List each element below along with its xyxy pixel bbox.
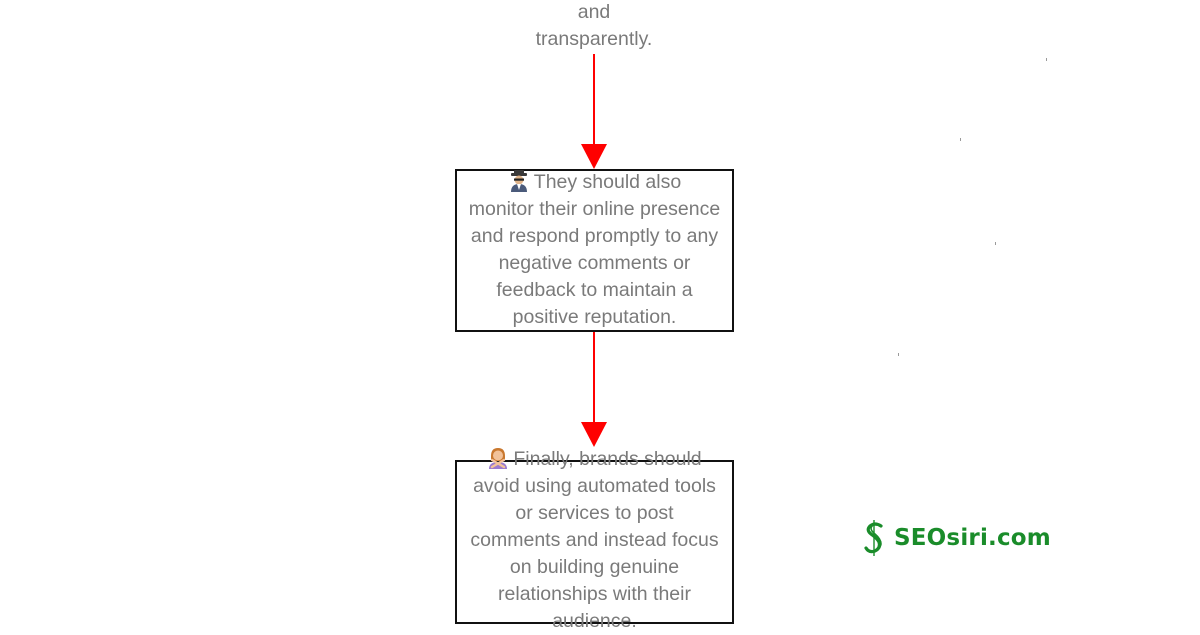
speck	[898, 353, 899, 356]
arrowhead-top-to-monitor	[581, 144, 607, 169]
speck	[995, 242, 996, 245]
speck	[960, 138, 961, 141]
brand-watermark: SEOsiri.com	[862, 520, 1051, 556]
node-top-text: and transparently.	[535, 1, 653, 50]
spy-icon	[510, 170, 527, 192]
node-monitor-box	[455, 169, 734, 332]
node-finally: Finally, brands should avoid using autom…	[455, 446, 734, 635]
arrowhead-monitor-to-finally	[581, 422, 607, 447]
node-finally-text: Finally, brands should avoid using autom…	[470, 448, 719, 632]
seosiri-s-logo-icon	[864, 520, 883, 556]
node-monitor: They should also monitor their online pr…	[455, 169, 734, 331]
speck	[1046, 58, 1047, 61]
node-finally-box	[455, 460, 734, 624]
brand-name: SEOsiri.com	[894, 525, 1051, 551]
node-monitor-text: They should also monitor their online pr…	[468, 171, 721, 328]
person-gesturing-no-icon	[489, 448, 508, 469]
